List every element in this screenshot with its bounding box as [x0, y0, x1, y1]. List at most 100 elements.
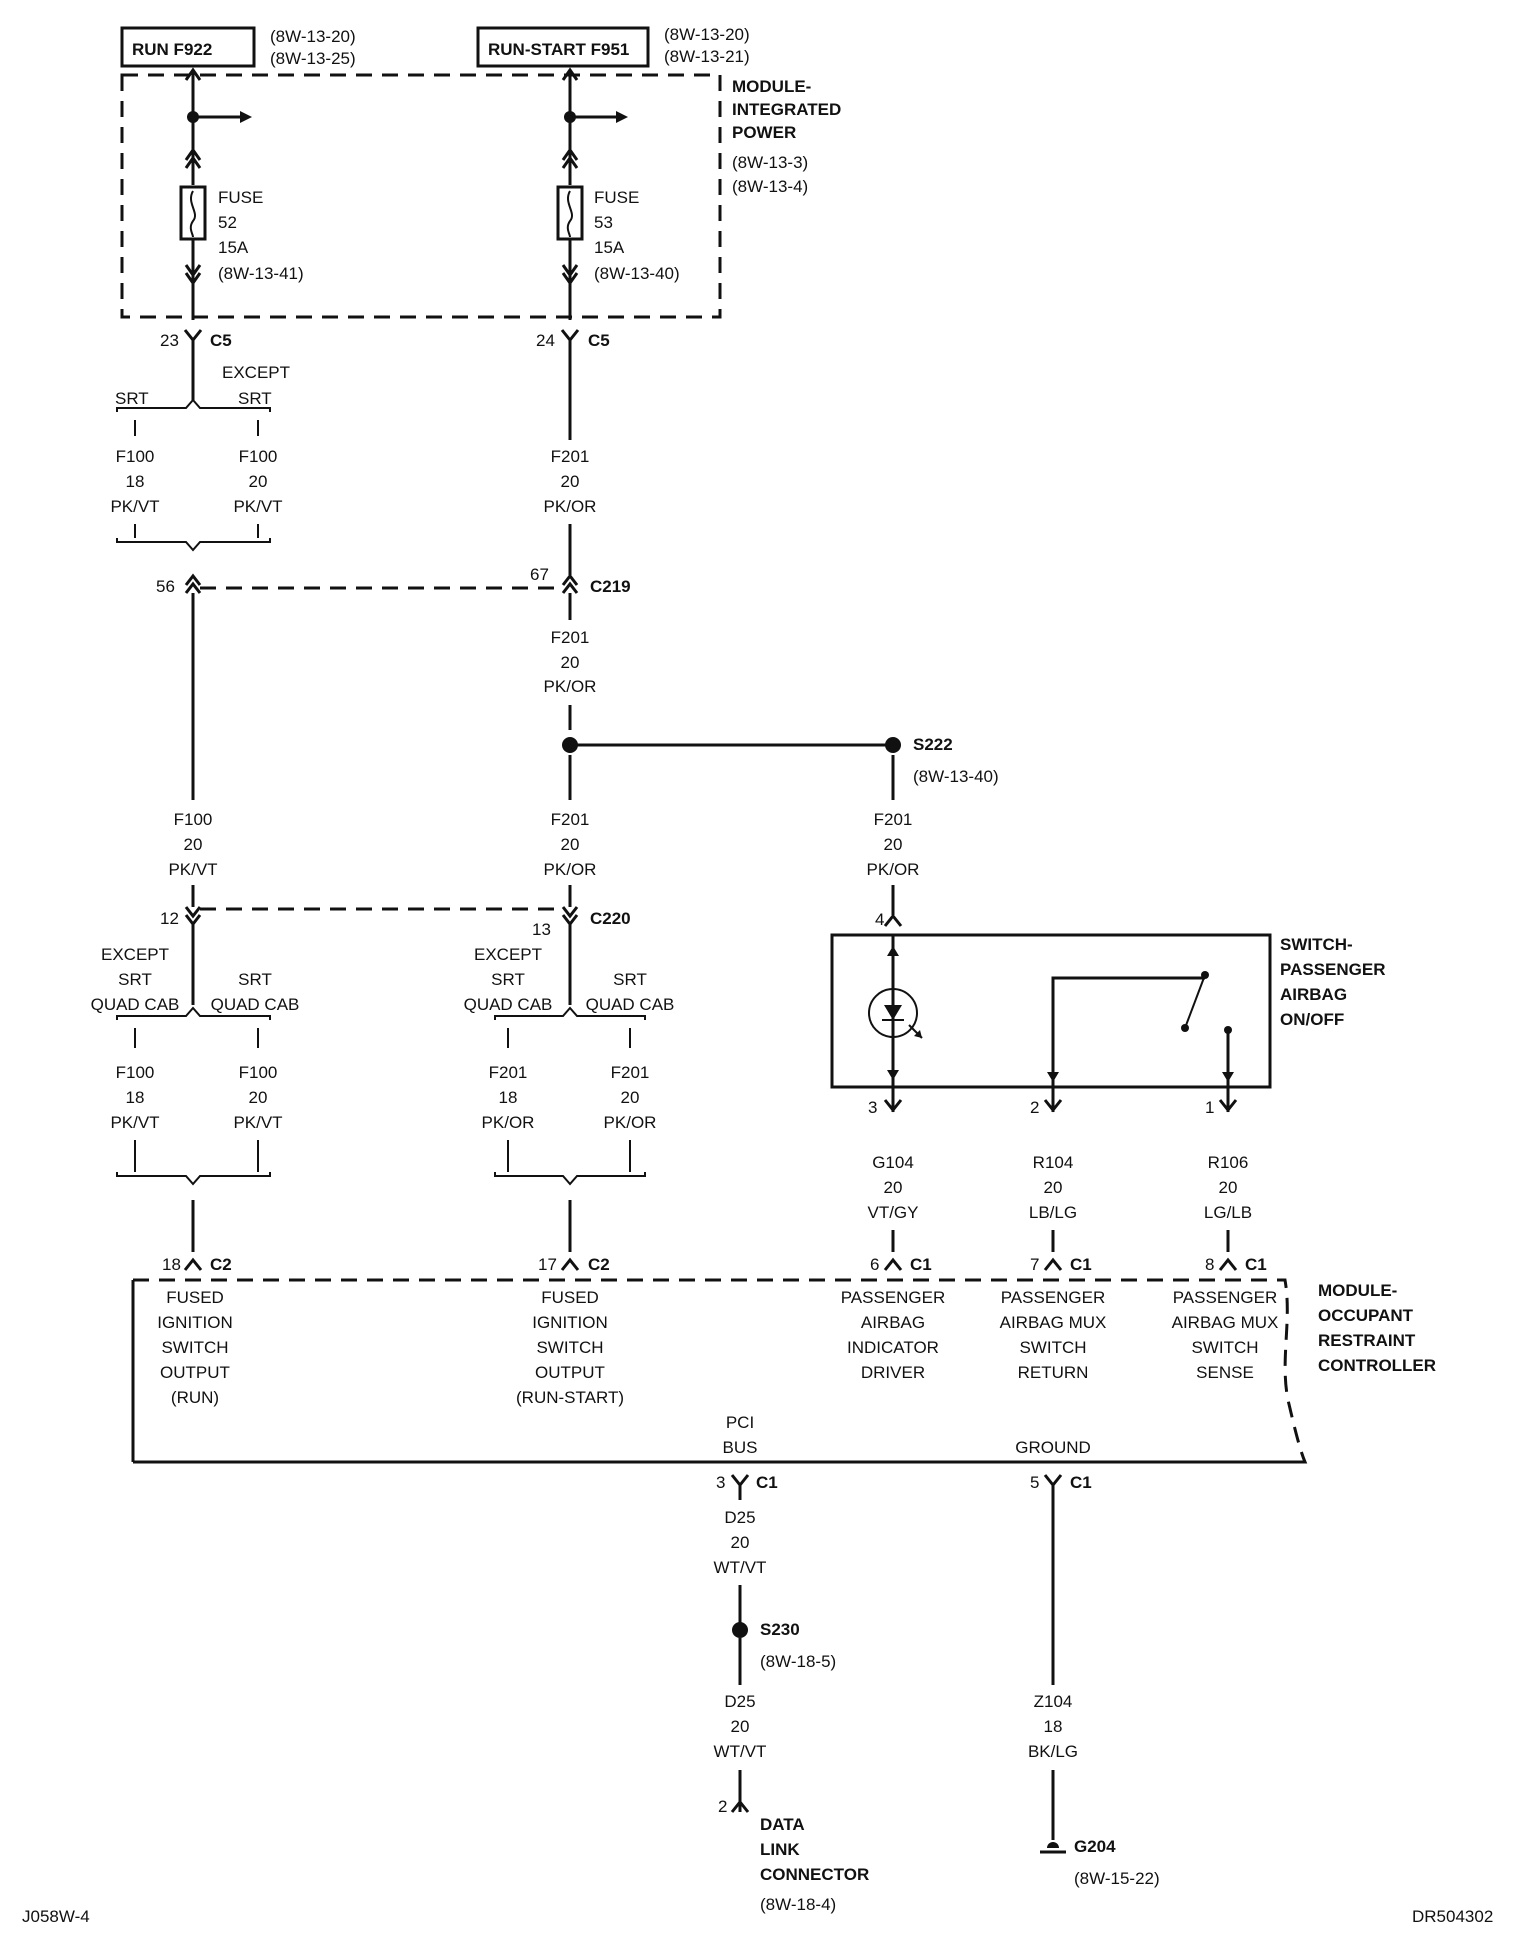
orc-f2-3: SWITCH: [536, 1338, 603, 1357]
dlc-pin: 2: [718, 1797, 727, 1816]
wire-z104-color: BK/LG: [1028, 1742, 1078, 1761]
c1-8-name: C1: [1245, 1255, 1267, 1274]
wire-f100-b-code: F100: [174, 810, 213, 829]
split-1-right-2: SRT: [238, 389, 272, 408]
wire-f201-d-color: PK/OR: [867, 860, 920, 879]
tipm-title-1: MODULE-: [732, 77, 811, 96]
wire-f100-b-color: PK/VT: [168, 860, 217, 879]
wire-d25-a-color: WT/VT: [714, 1558, 767, 1577]
c5-23-symbol: [183, 329, 203, 343]
wire-f201-20-e-color: PK/OR: [604, 1113, 657, 1132]
runstart-f951-box: [476, 26, 650, 68]
c2-17-pin: 17: [538, 1255, 557, 1274]
c1-7-pin: 7: [1030, 1255, 1039, 1274]
split-2-right-1: SRT: [238, 970, 272, 989]
split-2: [116, 924, 271, 1048]
c2-17-name: C2: [588, 1255, 610, 1274]
g204-ref: (8W-15-22): [1074, 1869, 1160, 1888]
dlc-line-1: DATA: [760, 1815, 805, 1834]
wire-f201-a-code: F201: [551, 447, 590, 466]
tipm-title-2: INTEGRATED: [732, 100, 841, 119]
split-1: [116, 340, 271, 436]
orc-f4-2: AIRBAG MUX: [1000, 1313, 1107, 1332]
orc-pci-1: PCI: [726, 1413, 754, 1432]
fuse-52-line-1: FUSE: [218, 188, 263, 207]
wire-f100-18-a-code: F100: [116, 447, 155, 466]
orc-f5-4: SENSE: [1196, 1363, 1254, 1382]
orc-function-indicator: PASSENGER AIRBAG INDICATOR DRIVER: [841, 1288, 946, 1382]
wire-f100-20-a-color: PK/VT: [233, 497, 282, 516]
s222-name: S222: [913, 735, 953, 754]
run-ref-2: (8W-13-25): [270, 49, 356, 68]
s230-ref: (8W-18-5): [760, 1652, 836, 1671]
switch-pin-1: 1: [1205, 1098, 1214, 1117]
c5-23-name: C5: [210, 331, 232, 350]
orc-ground: GROUND: [1015, 1438, 1091, 1457]
merge-3: [494, 1140, 646, 1252]
switch-internals: [868, 935, 1234, 1087]
switch-title-2: PASSENGER: [1280, 960, 1386, 979]
wire-f100-18-c-color: PK/VT: [110, 1113, 159, 1132]
wire-f100-18-a-gauge: 18: [126, 472, 145, 491]
wire-f201-20-e-gauge: 20: [621, 1088, 640, 1107]
c2-18-symbol: [183, 1257, 203, 1271]
wire-r104-gauge: 20: [1044, 1178, 1063, 1197]
switch-pin-4: 4: [875, 910, 884, 929]
switch-pin-2: 2: [1030, 1098, 1039, 1117]
c220-connector: [184, 906, 579, 927]
orc-f3-2: AIRBAG: [861, 1313, 925, 1332]
wire-r106-gauge: 20: [1219, 1178, 1238, 1197]
orc-f5-3: SWITCH: [1191, 1338, 1258, 1357]
fuse-53-line-1: FUSE: [594, 188, 639, 207]
orc-f2-1: FUSED: [541, 1288, 599, 1307]
wire-f201-a-color: PK/OR: [544, 497, 597, 516]
orc-f4-4: RETURN: [1018, 1363, 1089, 1382]
orc-title-2: OCCUPANT: [1318, 1306, 1414, 1325]
runstart-ref-2: (8W-13-21): [664, 47, 750, 66]
c5-24-name: C5: [588, 331, 610, 350]
orc-f2-4: OUTPUT: [535, 1363, 605, 1382]
orc-module-box: [131, 1278, 1308, 1464]
wire-r106-code: R106: [1208, 1153, 1249, 1172]
wire-f100-20-a-code: F100: [239, 447, 278, 466]
split-3-left-2: SRT: [491, 970, 525, 989]
wire-g104-gauge: 20: [884, 1178, 903, 1197]
wire-f201-c-color: PK/OR: [544, 860, 597, 879]
wire-f100-20-c-gauge: 20: [249, 1088, 268, 1107]
run-f922-box: [120, 26, 256, 68]
orc-function-runstart: FUSED IGNITION SWITCH OUTPUT (RUN-START): [516, 1288, 624, 1407]
merge-2: [116, 1140, 271, 1252]
split-3: [494, 924, 646, 1048]
c2-18-pin: 18: [162, 1255, 181, 1274]
c1-5-pin: 5: [1030, 1473, 1039, 1492]
orc-f2-5: (RUN-START): [516, 1388, 624, 1407]
wire-d25-b-gauge: 20: [731, 1717, 750, 1736]
wire-z104-code: Z104: [1034, 1692, 1073, 1711]
c1-3-name: C1: [756, 1473, 778, 1492]
fuse-52-circuit: [179, 67, 252, 320]
wire-f201-a-gauge: 20: [561, 472, 580, 491]
dlc-line-3: CONNECTOR: [760, 1865, 869, 1884]
split-3-left-1: EXCEPT: [474, 945, 542, 964]
c219-connector: [184, 573, 579, 594]
wire-f201-c-gauge: 20: [561, 835, 580, 854]
orc-function-return: PASSENGER AIRBAG MUX SWITCH RETURN: [1000, 1288, 1107, 1382]
orc-f3-1: PASSENGER: [841, 1288, 946, 1307]
s222-ref: (8W-13-40): [913, 767, 999, 786]
wire-f201-c-code: F201: [551, 810, 590, 829]
fuse-53-line-2: 53: [594, 213, 613, 232]
c1-3-pin: 3: [716, 1473, 725, 1492]
split-2-right-2: QUAD CAB: [211, 995, 300, 1014]
wire-f100-b-gauge: 20: [184, 835, 203, 854]
dlc-line-2: LINK: [760, 1840, 800, 1859]
c1-6-name: C1: [910, 1255, 932, 1274]
run-f922-label: RUN F922: [132, 40, 212, 59]
c1-6-pin: 6: [870, 1255, 879, 1274]
orc-f1-2: IGNITION: [157, 1313, 233, 1332]
wire-f201-18-e-code: F201: [489, 1063, 528, 1082]
c2-18-name: C2: [210, 1255, 232, 1274]
run-ref-1: (8W-13-20): [270, 27, 356, 46]
split-3-right-1: SRT: [613, 970, 647, 989]
orc-f4-1: PASSENGER: [1001, 1288, 1106, 1307]
orc-f3-4: DRIVER: [861, 1363, 925, 1382]
